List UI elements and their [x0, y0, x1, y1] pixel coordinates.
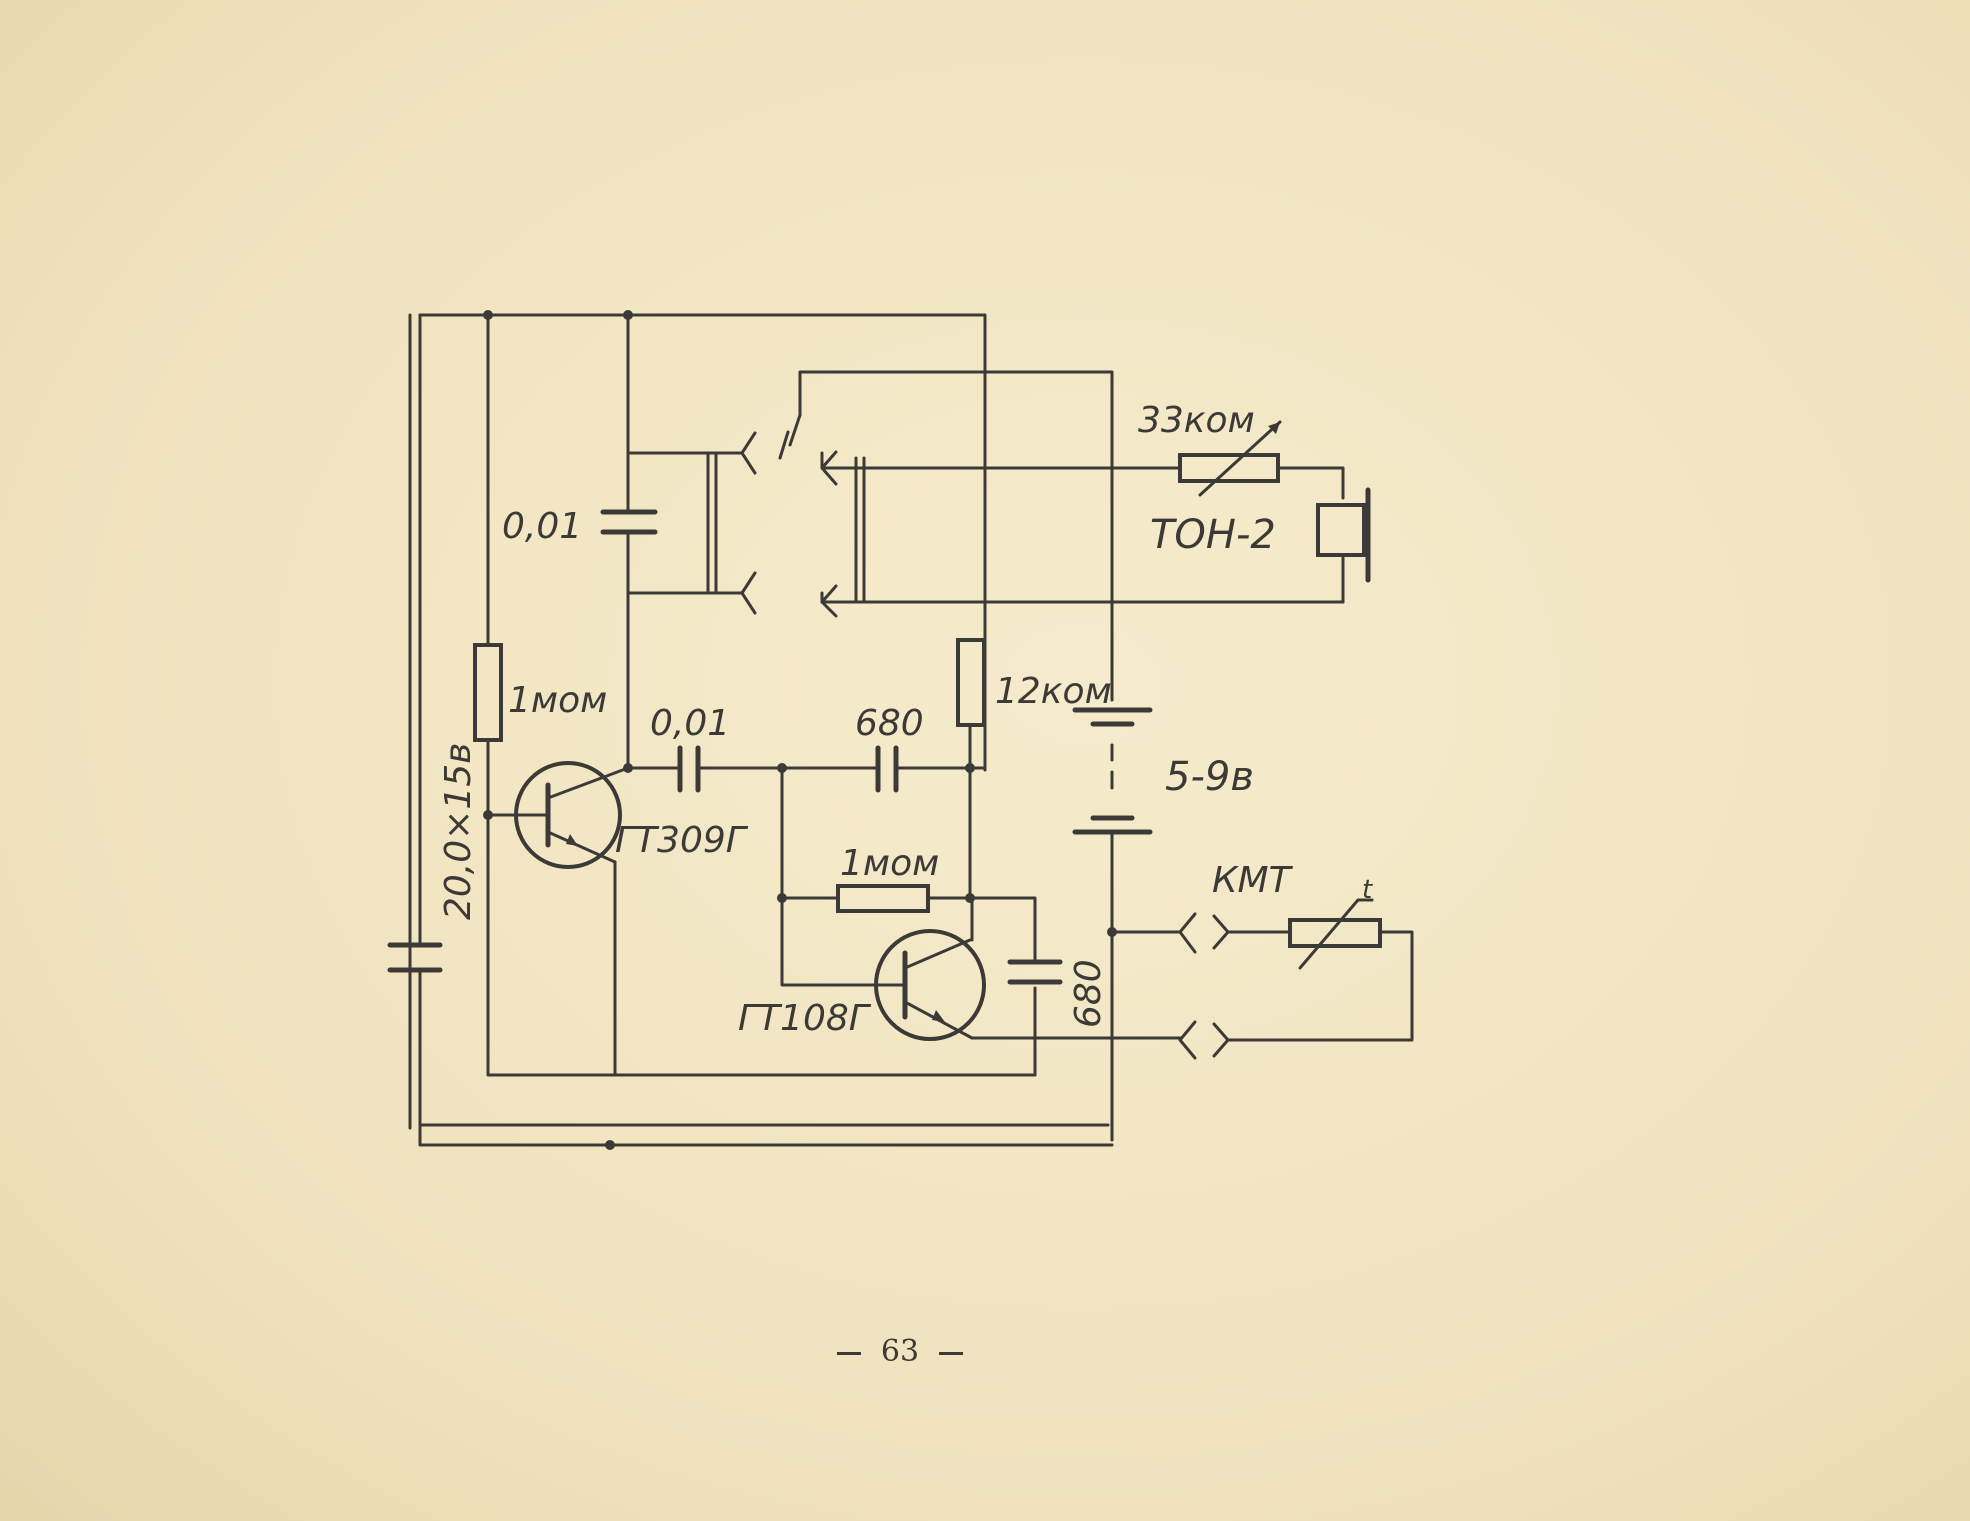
label-thermistor: КМТ	[1212, 860, 1294, 901]
capacitor-top	[600, 509, 658, 535]
junction-dot	[1107, 927, 1117, 937]
label-battery: 5-9в	[1165, 754, 1254, 800]
label-c-top: 0,01	[502, 506, 582, 547]
resistor-1mom-base	[473, 643, 503, 742]
label-c-680-side: 680	[1068, 959, 1109, 1028]
junction-dot	[483, 310, 493, 320]
label-thermistor-symbol: t	[1362, 875, 1373, 905]
wire-left-branch-lower	[418, 968, 1110, 1127]
wire-feedback-loop	[780, 766, 882, 987]
label-c-680-top: 680	[855, 703, 924, 744]
page-number-dash-left	[836, 1351, 861, 1355]
junction-dots	[483, 310, 1117, 1150]
wire-headphone-a	[1276, 466, 1345, 500]
junction-dot	[605, 1140, 615, 1150]
junction-dot	[965, 763, 975, 773]
wire-jack-right-1	[820, 451, 1182, 470]
wire-bottom-return	[486, 813, 1037, 1077]
resistor-12kom	[956, 638, 986, 727]
wire-12k-below	[968, 723, 974, 942]
page-number-dash-right	[939, 1351, 964, 1355]
variable-resistor-33k	[1178, 420, 1282, 497]
label-r-collector: 12ком	[995, 671, 1112, 712]
wire-bottom-rail	[418, 1123, 1114, 1147]
junction-dot	[965, 893, 975, 903]
label-r-feedback: 1мом	[840, 843, 939, 884]
jack-contacts-right	[820, 450, 866, 618]
label-t2: ГТ108Г	[738, 998, 872, 1039]
component-labels: 0,01 1мом 0,01 680 12ком 5-9в ГТ309Г 20,…	[438, 400, 1373, 1039]
wire-jack-top-loop	[798, 370, 1114, 682]
label-r-variable: 33ком	[1138, 400, 1255, 441]
label-r-base1: 1мом	[508, 680, 607, 721]
jack-contacts-left	[706, 413, 802, 615]
junction-dot	[623, 310, 633, 320]
label-t1: ГТ309Г	[615, 820, 749, 861]
jack-thermistor	[1178, 912, 1230, 1060]
label-headphone: ТОН-2	[1150, 512, 1276, 558]
wire-top-rail	[418, 313, 987, 772]
resistor-1mom-feedback	[836, 884, 930, 913]
wire-feedback-resistor-r	[926, 896, 1037, 962]
junction-dot	[777, 893, 787, 903]
transistor-t2	[874, 929, 986, 1041]
label-c-coupling: 0,01	[650, 703, 730, 744]
capacitor-680-top	[875, 745, 899, 793]
battery	[1072, 707, 1153, 835]
capacitor-coupling	[677, 745, 701, 793]
capacitor-680-side	[1007, 959, 1063, 985]
transistor-t1	[514, 761, 630, 1077]
wire-thermistor-right	[1226, 930, 1414, 1042]
capacitor-electrolytic	[387, 942, 443, 973]
wire-jack-right-2	[820, 591, 1345, 604]
thermistor-kmt	[1288, 898, 1382, 970]
page-number-value: 63	[880, 1334, 920, 1369]
page-number: 63	[790, 1334, 1010, 1369]
junction-dot	[483, 810, 493, 820]
junction-dot	[777, 763, 787, 773]
headphone-ton2	[1316, 487, 1371, 583]
label-c-electrolytic: 20,0×15в	[438, 743, 479, 920]
